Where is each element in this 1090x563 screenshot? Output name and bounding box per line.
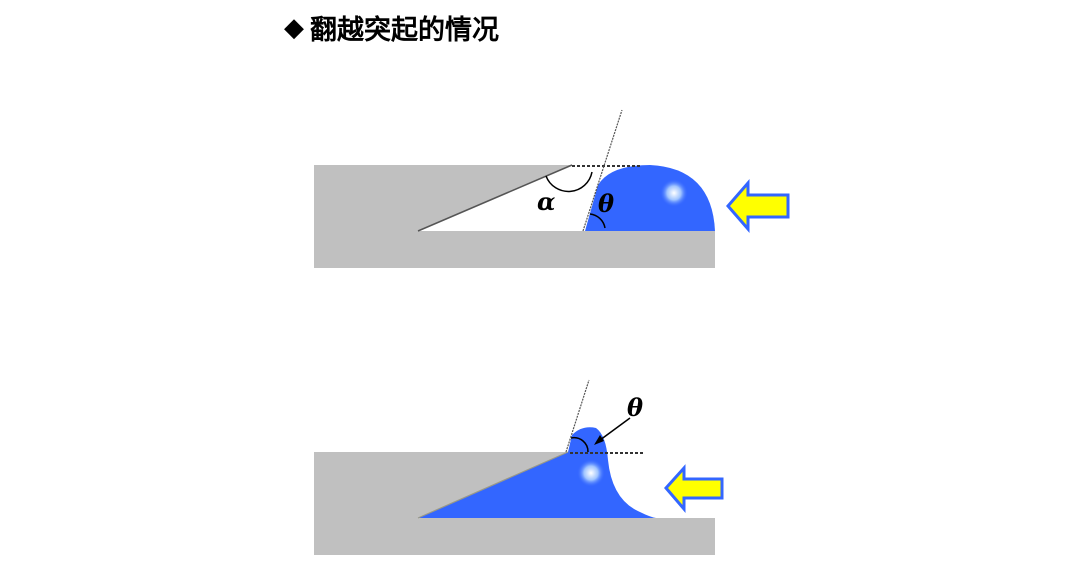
theta-arc <box>570 436 589 453</box>
alpha-arc <box>545 171 593 193</box>
highlight <box>577 459 605 487</box>
page-title: ◆ 翻越突起的情况 <box>284 8 499 47</box>
yellow-arrow-icon <box>726 178 790 234</box>
liquid-drop <box>418 427 656 518</box>
diamond-bullet-icon: ◆ <box>284 12 304 43</box>
upper-substrate <box>314 452 568 518</box>
alpha-label: α <box>537 187 555 216</box>
lower-substrate <box>314 231 715 268</box>
upper-substrate <box>314 165 572 231</box>
lower-substrate <box>314 518 715 555</box>
highlight <box>660 179 688 207</box>
theta-label: θ <box>627 393 643 422</box>
yellow-arrow-icon <box>664 464 724 514</box>
bottom-diagram: θ <box>314 379 724 555</box>
title-text: 翻越突起的情况 <box>310 15 499 46</box>
liquid-drop <box>585 165 715 231</box>
top-diagram: α θ <box>314 109 790 268</box>
pointer-arrowhead <box>594 435 604 445</box>
theta-arc <box>589 213 606 229</box>
theta-label: θ <box>598 189 614 218</box>
